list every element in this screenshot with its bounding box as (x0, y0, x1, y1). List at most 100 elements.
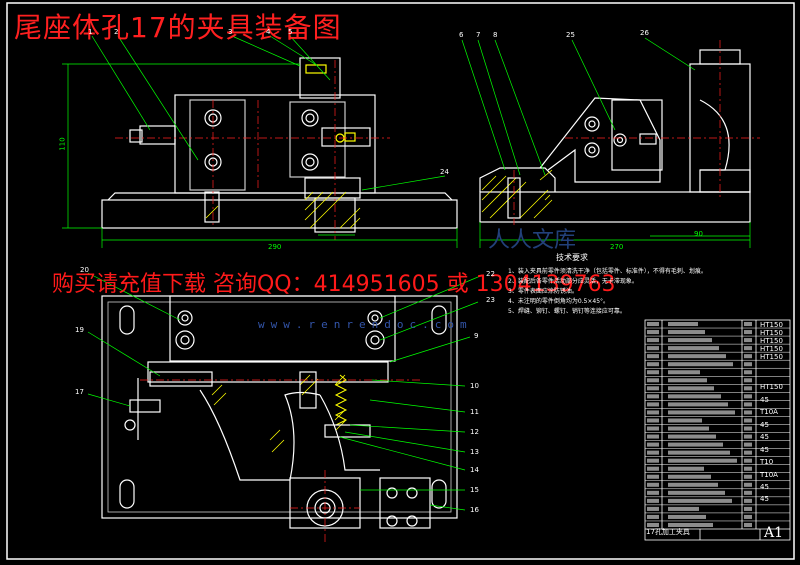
bom-cell-text-block (647, 522, 659, 527)
bom-cell-text-block (647, 506, 659, 511)
part-label: 22 (486, 270, 495, 278)
bom-cell-text-block (744, 394, 752, 399)
side-view-dimensions (479, 222, 751, 248)
front-view-leaders (91, 35, 446, 191)
title-block-sheet-size: A1 (764, 525, 784, 541)
plan-view-centerlines (140, 379, 420, 545)
bom-cell-text-block (668, 402, 728, 407)
bom-material-cell: HT150 (760, 383, 783, 392)
front-view-centerlines (115, 60, 390, 240)
part-label: 17 (75, 388, 84, 396)
bom-cell-text-block (668, 514, 706, 519)
bom-cell-text-block (647, 426, 659, 431)
bom-cell-text-block (668, 522, 713, 527)
bom-cell-text-block (744, 322, 752, 327)
bom-cell-text-block (647, 466, 659, 471)
bom-material-cell: HT150 (760, 329, 783, 338)
bom-cell-text-block (744, 498, 752, 503)
dimension-text: 270 (610, 243, 624, 251)
part-label: 1 (88, 28, 93, 36)
bom-cell-text-block (668, 362, 733, 367)
part-label: 9 (474, 332, 479, 340)
bom-cell-text-block (668, 354, 726, 359)
bom-cell-text-block (744, 514, 752, 519)
plan-view-hatch (211, 374, 347, 453)
bom-cell-text-block (668, 458, 737, 463)
bom-cell-text-block (647, 394, 659, 399)
part-label: 19 (75, 326, 84, 334)
bom-cell-text-block (744, 346, 752, 351)
bom-cell-text-block (668, 506, 699, 511)
part-label: 2 (114, 28, 119, 36)
bom-cell-text-block (647, 474, 659, 479)
drawing-frame (6, 2, 795, 560)
tech-requirement-item: 3、零件表面应涂防锈油。 (508, 288, 578, 295)
bom-cell-text-block (647, 378, 659, 383)
plan-view-circles (124, 310, 418, 527)
bom-cell-text-block (647, 498, 659, 503)
bom-cell-text-block (647, 370, 659, 375)
bom-cell-text-block (647, 322, 659, 327)
plan-view-parts (299, 371, 371, 438)
bom-cell-text-block (668, 378, 707, 383)
bom-material-cell: 45 (760, 420, 769, 429)
dimension-text: 110 (58, 137, 67, 151)
bom-cell-text-block (744, 330, 752, 335)
bom-cell-text-block (668, 410, 735, 415)
part-label: 20 (80, 266, 89, 274)
bom-material-cell: 45 (760, 482, 769, 491)
part-label: 23 (486, 296, 495, 304)
tech-requirements-heading: 技术要求 (556, 253, 588, 262)
plan-view (101, 295, 458, 529)
bom-cell-text-block (668, 450, 730, 455)
bom-material-cell: HT150 (760, 345, 783, 354)
bom-cell-text-block (647, 410, 659, 415)
bom-cell-text-block (647, 386, 659, 391)
bom-cell-text-block (647, 434, 659, 439)
bom-cell-text-block (668, 498, 732, 503)
bom-cell-text-block (744, 418, 752, 423)
part-label: 16 (470, 506, 479, 514)
bom-material-cell: T10 (760, 458, 774, 467)
bom-cell-text-block (668, 322, 698, 327)
bom-cell-text-block (744, 458, 752, 463)
tech-requirement-item: 4、未注明的零件倒角均为0.5×45°。 (508, 298, 610, 305)
dimension-text: 90 (694, 230, 703, 238)
front-view-dimensions (62, 63, 458, 248)
bom-cell-text-block (647, 330, 659, 335)
bom-cell-text-block (744, 490, 752, 495)
part-label: 3 (228, 28, 233, 36)
bom-cell-text-block (744, 402, 752, 407)
bom-cell-text-block (744, 474, 752, 479)
bom-cell-text-block (744, 410, 752, 415)
part-label: 14 (470, 466, 479, 474)
part-label: 26 (640, 29, 649, 37)
bom-material-cell: T10A (760, 408, 778, 417)
bom-cell-text-block (668, 370, 700, 375)
bom-cell-text-block (647, 402, 659, 407)
bom-cell-text-block (744, 522, 752, 527)
tech-requirement-item: 1、装入夹具前零件须清洗干净（包括零件、标准件），不得有毛刺、划痕。 (508, 268, 707, 275)
bom-cell-text-block (647, 482, 659, 487)
bom-cell-text-block (744, 426, 752, 431)
bom-cell-text-block (744, 482, 752, 487)
bom-cell-text-block (668, 474, 711, 479)
bom-cell-text-block (668, 346, 719, 351)
tech-requirement-item: 5、焊缝、铆钉、螺钉、销钉等连接应可靠。 (508, 308, 626, 315)
bom-cell-text-block (744, 362, 752, 367)
front-view-hatch (205, 191, 361, 229)
bom-cell-text-block (744, 378, 752, 383)
bom-material-cell: T10A (760, 470, 778, 479)
bom-cell-text-block (668, 418, 702, 423)
bom-cell-text-block (668, 426, 709, 431)
part-label: 13 (470, 448, 479, 456)
bom-cell-text-block (668, 490, 725, 495)
bom-cell-text-block (647, 338, 659, 343)
bom-cell-text-block (668, 394, 721, 399)
bom-cell-text-block (647, 354, 659, 359)
watermark-logo-text: 人人文库 (488, 228, 577, 253)
bom-cell-text-block (647, 514, 659, 519)
bom-cell-text-block (647, 450, 659, 455)
